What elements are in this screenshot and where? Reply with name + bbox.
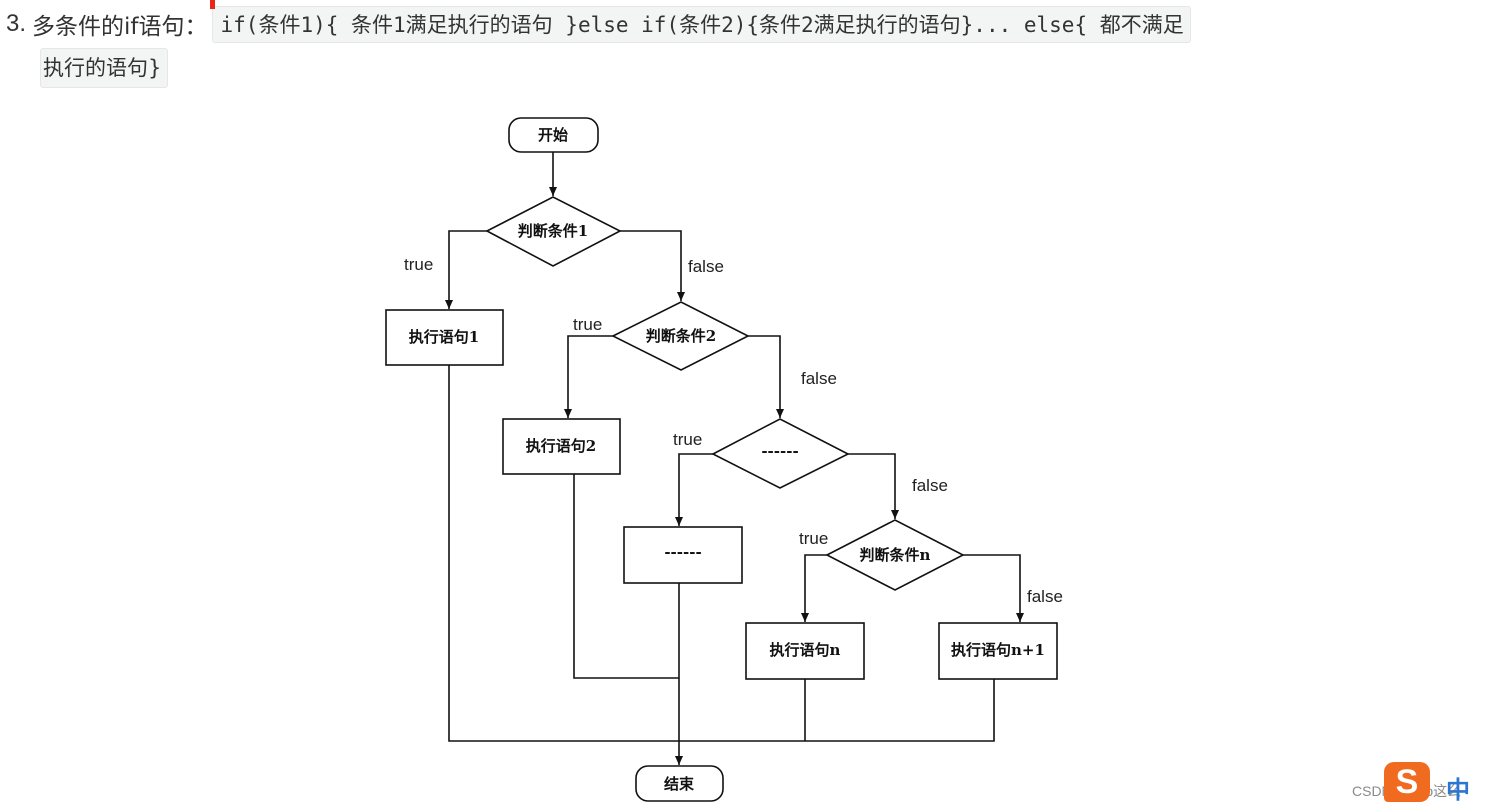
- process-exec1: 执行语句1: [385, 309, 504, 366]
- process-exec2: 执行语句2: [502, 418, 621, 475]
- heading-line: 3. 多条件的if语句 ： if(条件1){ 条件1满足执行的语句 }else …: [6, 0, 1191, 44]
- edge-cond1-false: [620, 230, 685, 301]
- edge-cond2-true: [564, 335, 613, 418]
- edge-condn-true: [801, 554, 827, 622]
- cond2-label: 判断条件2: [646, 327, 716, 345]
- process-execn: 执行语句n: [745, 622, 865, 680]
- cursor-marker: [209, 0, 215, 9]
- decision-condn: 判断条件n: [825, 519, 965, 591]
- decision-cond-dots: ------: [711, 418, 850, 489]
- decision-cond2: 判断条件2: [611, 301, 750, 371]
- edge-cond1-true: [445, 230, 487, 309]
- edge-exec2-merge: [573, 474, 679, 679]
- end-label: 结束: [664, 775, 695, 793]
- heading-label: 多条件的if语句: [32, 14, 185, 40]
- end-node: 结束: [635, 765, 724, 802]
- cond1-label: 判断条件1: [518, 222, 588, 240]
- edge-cond2-false: [748, 335, 784, 418]
- edge-exec1-merge: [448, 365, 679, 742]
- execn-label: 执行语句n: [770, 641, 841, 659]
- condn-label: 判断条件n: [860, 546, 931, 564]
- exec-dots-label: ------: [664, 543, 701, 561]
- exec1-label: 执行语句1: [409, 328, 479, 346]
- edge-label-false-2: false: [801, 369, 837, 388]
- start-label: 开始: [538, 126, 568, 144]
- edge-label-false-n: false: [1027, 587, 1063, 606]
- heading-colon: ：: [184, 14, 208, 40]
- edge-condn-false: [963, 554, 1024, 622]
- edge-execn1-merge: [679, 679, 995, 742]
- process-exec-dots: ------: [623, 526, 743, 584]
- edge-label-false-1: false: [688, 257, 724, 276]
- edge-label-true-1: true: [404, 255, 433, 274]
- edge-label-true-2: true: [573, 315, 602, 334]
- inline-code-continuation: 执行的语句}: [40, 48, 169, 88]
- list-number: 3.: [6, 10, 27, 37]
- edge-label-true-n: true: [799, 529, 828, 548]
- start-node: 开始: [508, 117, 599, 153]
- process-execn1: 执行语句n+1: [938, 622, 1058, 680]
- cond-dots-label: ------: [761, 442, 798, 460]
- inline-code-text: if(条件1){ 条件1满足执行的语句 }else if(条件2){条件2满足执…: [220, 12, 1184, 37]
- decision-cond1: 判断条件1: [485, 196, 622, 267]
- exec2-label: 执行语句2: [526, 437, 596, 455]
- inline-code: if(条件1){ 条件1满足执行的语句 }else if(条件2){条件2满足执…: [209, 0, 1191, 43]
- edge-label-false-3: false: [912, 476, 948, 495]
- edge-label-true-3: true: [673, 430, 702, 449]
- execn1-label: 执行语句n+1: [951, 641, 1045, 659]
- ime-logo-icon[interactable]: S: [1384, 762, 1430, 802]
- edge-cond3-true: [675, 453, 713, 526]
- edge-cond3-false: [848, 453, 899, 519]
- ime-mode-indicator[interactable]: 中: [1446, 776, 1470, 804]
